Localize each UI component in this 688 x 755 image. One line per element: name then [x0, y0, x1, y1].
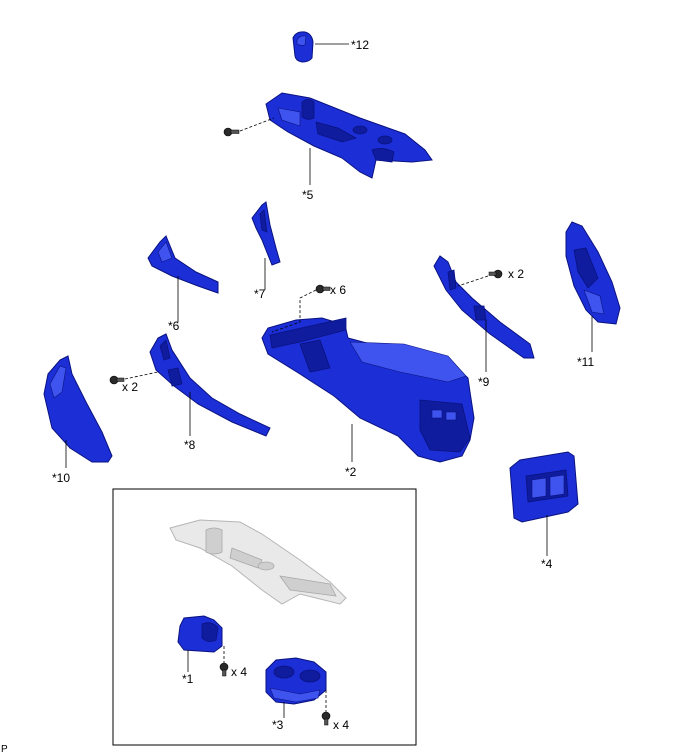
part-7-trim-piece: [251, 201, 281, 290]
part-11-right-end-panel: [565, 221, 621, 352]
qty-part-8-bolts: x 2: [122, 380, 138, 394]
qty-part-1-bolts: x 4: [231, 665, 247, 679]
part-8-bolt: [109, 371, 159, 385]
part-8-left-side-panel: [149, 333, 271, 437]
label-part-10: *10: [52, 471, 70, 485]
label-part-2: *2: [345, 465, 357, 479]
label-part-7: *7: [254, 287, 266, 301]
label-part-12: *12: [351, 38, 369, 52]
part-1-bolt: [219, 646, 229, 677]
part-12-shift-knob: [292, 31, 349, 63]
label-part-8: *8: [184, 438, 196, 452]
corner-code: P: [1, 744, 8, 755]
part-2-console-box: [261, 317, 475, 463]
part-9-right-side-panel: [433, 255, 535, 372]
reference-console-gray: [169, 519, 347, 605]
inset-detail-box: [112, 488, 417, 746]
qty-part-9-bolts: x 2: [508, 267, 524, 281]
part-3-bolt: [321, 690, 331, 726]
part-1-switch-module: [177, 615, 223, 672]
label-part-6: *6: [168, 319, 180, 333]
label-part-1: *1: [182, 672, 194, 686]
qty-part-3-bolts: x 4: [333, 718, 349, 732]
label-part-3: *3: [272, 718, 284, 732]
part-10-left-end-panel: [43, 355, 113, 468]
qty-part-2-bolts: x 6: [330, 283, 346, 297]
part-3-cup-holder: [265, 657, 327, 718]
part-9-bolt: [457, 269, 503, 287]
part-4-rear-vent-panel: [509, 451, 579, 556]
part-5-upper-console-panel: [265, 92, 433, 185]
label-part-11: *11: [577, 355, 594, 369]
label-part-4: *4: [541, 557, 553, 571]
part-6-left-trim: [147, 235, 219, 322]
part-5-bolt: [223, 117, 275, 137]
label-part-9: *9: [478, 375, 490, 389]
label-part-5: *5: [302, 188, 314, 202]
part-2-bolt: [271, 284, 331, 333]
